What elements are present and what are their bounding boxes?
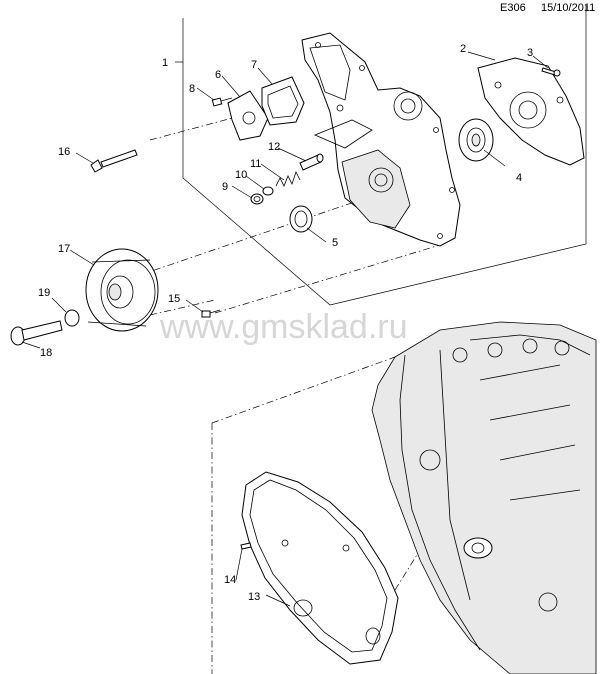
callout-19: 19 bbox=[38, 287, 50, 299]
axis-line-bolt16 bbox=[149, 99, 301, 141]
callout-10: 10 bbox=[235, 169, 247, 181]
plunger-12 bbox=[299, 153, 324, 171]
timing-cover bbox=[301, 32, 461, 247]
axis-line-bolt18 bbox=[149, 299, 216, 316]
leader-lines bbox=[21, 51, 549, 607]
engine-block bbox=[371, 321, 597, 674]
axis-line-gasket bbox=[394, 549, 421, 591]
watermark-text: www.gmsklad.ru bbox=[159, 308, 408, 346]
bolt-8 bbox=[211, 97, 233, 107]
cover-plate-6 bbox=[227, 90, 269, 141]
pulley-bolt-18 bbox=[10, 320, 63, 346]
gasket-7 bbox=[261, 76, 305, 126]
kit-frame bbox=[182, 5, 587, 306]
callout-12: 12 bbox=[268, 141, 280, 153]
lower-frame-top bbox=[211, 356, 396, 424]
callout-2: 2 bbox=[460, 43, 466, 55]
oil-pump-rotor bbox=[458, 118, 494, 162]
oil-pump-gasket bbox=[477, 57, 585, 166]
cover-gasket-13 bbox=[241, 471, 399, 665]
callout-13: 13 bbox=[248, 591, 260, 603]
callout-15: 15 bbox=[168, 293, 180, 305]
plug-9 bbox=[250, 193, 264, 205]
screw-3 bbox=[541, 67, 561, 77]
callout-18: 18 bbox=[40, 347, 52, 359]
bolt-15 bbox=[201, 309, 221, 318]
washer-19 bbox=[64, 309, 80, 327]
oil-seal-5 bbox=[289, 205, 313, 233]
callout-11: 11 bbox=[250, 158, 261, 170]
crankshaft-pulley bbox=[85, 248, 159, 332]
axis-line-bolt15 bbox=[214, 244, 441, 314]
callout-7: 7 bbox=[251, 59, 257, 71]
callout-16: 16 bbox=[58, 146, 70, 158]
callout-8: 8 bbox=[189, 83, 195, 95]
bolt-16 bbox=[90, 149, 138, 173]
diagram-date: 15/10/2011 bbox=[541, 2, 596, 14]
spring-11 bbox=[275, 170, 301, 187]
dowel-14 bbox=[240, 542, 252, 550]
callout-3: 3 bbox=[527, 47, 533, 59]
callout-1: 1 bbox=[162, 57, 168, 69]
callout-6: 6 bbox=[215, 69, 221, 81]
axis-line-pulley bbox=[139, 194, 376, 276]
o-ring-10 bbox=[262, 186, 274, 196]
callout-5: 5 bbox=[332, 237, 338, 249]
callout-4: 4 bbox=[516, 172, 522, 184]
callout-14: 14 bbox=[224, 574, 236, 586]
callout-17: 17 bbox=[58, 243, 70, 255]
callout-9: 9 bbox=[222, 181, 228, 193]
diagram-code: E306 bbox=[500, 2, 526, 14]
